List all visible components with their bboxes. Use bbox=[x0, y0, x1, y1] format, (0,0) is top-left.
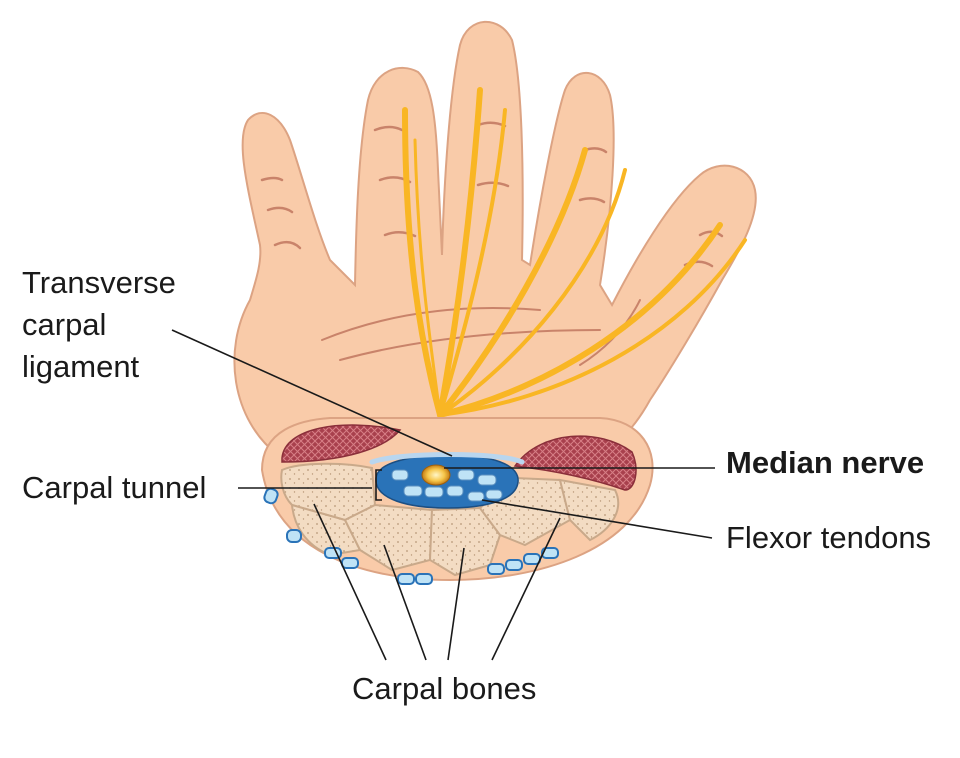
label-transverse-line-2: carpal bbox=[22, 307, 107, 342]
leader-line-carpal-bone-4 bbox=[491, 517, 561, 661]
leader-lines bbox=[171, 329, 715, 661]
label-transverse-line-1: Transverse bbox=[22, 265, 176, 300]
leader-line-carpal-bone-1 bbox=[313, 503, 387, 661]
leader-line-carpal-bone-3 bbox=[447, 547, 465, 661]
label-flexor-tendons: Flexor tendons bbox=[726, 520, 932, 555]
median-nerve-branches bbox=[402, 87, 747, 418]
leader-line-flexor-tendons bbox=[481, 499, 713, 539]
label-transverse-carpal-ligament: Transverse carpal ligament bbox=[22, 262, 176, 388]
hand-silhouette bbox=[233, 20, 757, 473]
blood-vessels bbox=[263, 487, 559, 585]
bracket-carpal-tunnel bbox=[375, 469, 382, 501]
leader-line-transverse-carpal-ligament bbox=[171, 329, 453, 457]
median-nerve-cross-section bbox=[421, 464, 451, 486]
hypothenar-muscle bbox=[513, 435, 637, 491]
label-carpal-tunnel: Carpal tunnel bbox=[22, 470, 207, 505]
label-carpal-bones: Carpal bones bbox=[352, 671, 537, 706]
flexor-tendons bbox=[391, 469, 503, 502]
carpal-bones bbox=[280, 462, 620, 577]
label-median-nerve: Median nerve bbox=[726, 445, 925, 480]
label-transverse-line-3: ligament bbox=[22, 349, 140, 384]
leader-line-carpal-bone-2 bbox=[383, 544, 427, 661]
thenar-muscle bbox=[281, 424, 402, 463]
